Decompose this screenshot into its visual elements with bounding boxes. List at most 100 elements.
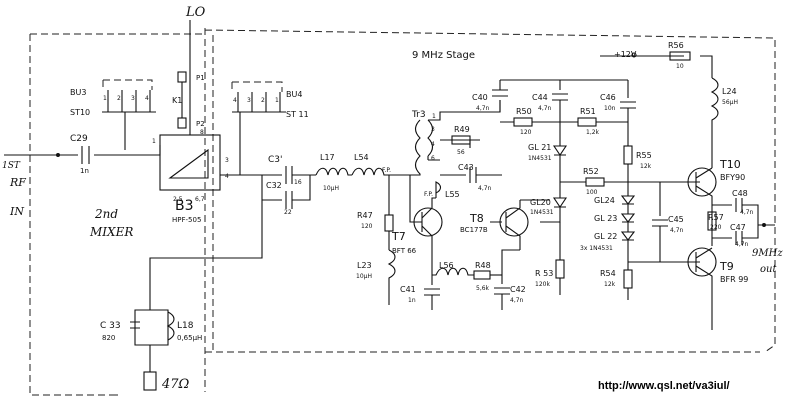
c33-ref: C 33: [100, 321, 121, 331]
bu4-connector: BU4 ST 11 4 3 2 1: [231, 81, 309, 119]
r48-ref: R48: [475, 261, 491, 270]
r50-ref: R50: [516, 107, 532, 116]
c43-capacitor: C43 4,7n: [440, 163, 502, 192]
mixer-enclosure: [29, 34, 118, 396]
r49-resistor: R49 56: [440, 125, 480, 156]
r52-resistor: R52 100: [560, 167, 700, 196]
svg-text:1: 1: [152, 138, 156, 145]
gl21-value: 1N4531: [528, 155, 552, 162]
r55-resistor: R55 12k: [623, 122, 652, 182]
mixer-type: HPF-505: [172, 216, 201, 224]
gl20-value: 1N4531: [530, 209, 554, 216]
svg-text:4: 4: [431, 141, 435, 148]
t7-input-wire: [404, 174, 422, 223]
mixer-hand-2: MIXER: [89, 225, 133, 239]
tr3-ref: Tr3: [411, 110, 426, 120]
svg-text:1: 1: [103, 95, 107, 102]
c40-capacitor: C40 4,7n: [472, 80, 508, 112]
r55-value: 12k: [640, 163, 652, 170]
svg-text:3: 3: [431, 126, 435, 133]
c45-ref: C45: [668, 215, 684, 224]
mixer-b3: B3 HPF-505 1 3 4 2,5 6,7: [152, 134, 229, 224]
c41-value: 1n: [408, 297, 416, 304]
c31-value: 16: [294, 179, 302, 186]
c31-ref: C3': [268, 155, 282, 165]
gl23-ref: GL 23: [594, 214, 617, 223]
l54-inductor: L54 F.P.: [351, 153, 404, 176]
svg-text:3: 3: [247, 97, 251, 104]
k1-label: K1: [172, 96, 182, 105]
r55-ref: R55: [636, 151, 652, 160]
if-out-label: 9MHz: [752, 248, 783, 259]
r47-ref: R47: [357, 211, 373, 220]
bu4-label: BU4: [286, 90, 302, 99]
r54-ref: R54: [600, 269, 616, 278]
l56-ref: L56: [439, 261, 454, 270]
r56-value: 10: [676, 63, 684, 70]
l23-ref: L23: [357, 261, 372, 270]
c29-value: 1n: [80, 167, 89, 175]
svg-text:4: 4: [225, 173, 229, 180]
tr3-transformer: Tr3 1 3 4 6: [410, 100, 501, 176]
c47-capacitor: C47 4,7n: [712, 223, 759, 248]
r50-resistor: R50 120: [500, 107, 560, 136]
c40-value: 4,7n: [476, 105, 490, 112]
c32-capacitor: C32 22: [262, 175, 311, 216]
svg-text:2: 2: [117, 95, 121, 102]
c46-capacitor: C46 10n: [600, 80, 636, 122]
st11-label: ST 11: [286, 110, 309, 119]
gl20-ref: GL20: [530, 198, 551, 207]
l17-inductor: L17 10µH: [315, 153, 352, 192]
svg-text:4: 4: [145, 95, 149, 102]
rf-in-label: RF: [9, 176, 26, 189]
c41-ref: C41: [400, 285, 416, 294]
board-enclosure: [204, 28, 776, 392]
supply-label: +12V: [614, 50, 637, 59]
svg-text:6: 6: [431, 155, 435, 162]
c48-ref: C48: [732, 189, 748, 198]
p1-label: P1: [196, 74, 205, 82]
r51-resistor: R51 1,2k: [560, 107, 628, 136]
t7-transistor: [413, 207, 443, 237]
t8-ref: T8: [469, 212, 484, 225]
c43-value: 4,7n: [478, 185, 492, 192]
c42-capacitor: C42 4,7n: [494, 262, 526, 310]
r53-resistor: R 53 120k: [535, 222, 565, 295]
c31-capacitor: C3' 16: [262, 155, 316, 186]
if-out-out: out: [760, 264, 777, 275]
r52-value: 100: [586, 189, 598, 196]
c48-capacitor: C48 4,7n: [712, 189, 759, 225]
r49-ref: R49: [454, 125, 470, 134]
c47-value: 4,7n: [735, 241, 749, 248]
c33-value: 820: [102, 334, 115, 342]
r50-value: 120: [520, 129, 532, 136]
t9-transistor: [687, 247, 717, 277]
l55-inductor: L55 F.P.: [424, 181, 460, 199]
c42-value: 4,7n: [510, 297, 524, 304]
l56-inductor: L56: [432, 261, 474, 276]
gl20-diode: GL20 1N4531: [530, 175, 568, 223]
stage-title: 9 MHz Stage: [412, 50, 475, 61]
p2-label: P2: [196, 120, 205, 128]
svg-text:6,7: 6,7: [195, 196, 205, 203]
c45-capacitor: C45 4,7n: [652, 182, 684, 262]
r49-value: 56: [457, 149, 465, 156]
c43-ref: C43: [458, 163, 474, 172]
c42-ref: C42: [510, 285, 526, 294]
gl24-ref: GL24: [594, 196, 615, 205]
svg-text:2,5: 2,5: [173, 196, 183, 203]
svg-text:1: 1: [275, 97, 279, 104]
c29-capacitor: C29 1n: [70, 134, 90, 175]
t9-ref: T9: [719, 260, 734, 273]
r56-ref: R56: [668, 41, 684, 50]
c45-value: 4,7n: [670, 227, 684, 234]
r53-value: 120k: [535, 281, 550, 288]
t10-type: BFY90: [720, 173, 745, 182]
svg-text:1: 1: [432, 113, 436, 120]
t10-transistor: [687, 167, 717, 197]
l55-value: F.P.: [424, 191, 433, 198]
r47-resistor: R47 120: [357, 175, 394, 250]
r56-resistor: R56 10: [668, 41, 691, 70]
c46-ref: C46: [600, 93, 616, 102]
